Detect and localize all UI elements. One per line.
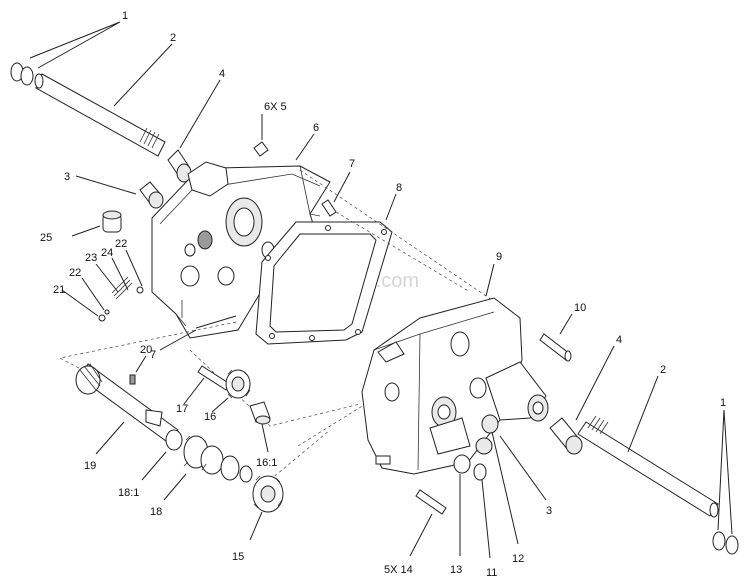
callout-1-right: 1 <box>720 397 726 409</box>
callout-16: 16 <box>204 411 216 423</box>
right-axle-shaft <box>577 415 719 518</box>
callout-20: 20 <box>140 344 152 356</box>
callout-6x5: 6X 5 <box>264 101 287 113</box>
detent-parts <box>98 276 144 322</box>
left-bearing-upper <box>167 149 192 183</box>
o-ring-11 <box>473 463 487 481</box>
callout-5x14: 5X 14 <box>384 564 413 576</box>
callout-11: 11 <box>486 567 497 579</box>
callout-12: 12 <box>512 553 524 565</box>
callout-17: 17 <box>176 403 188 415</box>
callout-18to1: 18:1 <box>118 487 139 499</box>
input-shaft-19 <box>75 363 179 445</box>
cluster-gear-18 <box>165 429 253 483</box>
callout-24: 24 <box>101 247 113 259</box>
left-axle-shaft <box>34 73 166 157</box>
callout-8: 8 <box>396 182 402 194</box>
gear-15 <box>252 475 284 513</box>
callout-23: 23 <box>85 252 97 264</box>
bolt-5x14 <box>415 489 447 515</box>
callout-18: 18 <box>150 506 162 518</box>
gasket <box>255 221 393 345</box>
callouts: 1 2 4 6X 5 6 7 8 3 25 22 23 24 22 21 9 1… <box>40 10 726 579</box>
callout-1-left: 1 <box>122 10 128 22</box>
bushing-16to1 <box>249 401 271 425</box>
pin-17 <box>197 365 231 391</box>
right-housing <box>361 297 549 475</box>
bolt-10 <box>539 333 572 362</box>
bolt-6x5 <box>253 141 269 157</box>
bushing-3-right <box>475 414 499 455</box>
callout-22-lower: 22 <box>69 267 81 279</box>
callout-7-lower: 7 <box>150 349 156 361</box>
callout-2-right: 2 <box>660 364 666 376</box>
callout-25: 25 <box>40 232 52 244</box>
key-20 <box>129 374 136 385</box>
callout-19: 19 <box>84 460 96 472</box>
callout-15: 15 <box>232 551 244 563</box>
callout-21: 21 <box>53 284 65 296</box>
callout-16to1: 16:1 <box>256 457 277 469</box>
dowel-pin-7-upper <box>321 199 337 217</box>
gear-16 <box>225 369 251 399</box>
callout-3-right: 3 <box>546 505 552 517</box>
callout-9: 9 <box>496 251 502 263</box>
seal-13 <box>453 454 471 474</box>
right-o-rings <box>712 531 739 555</box>
callout-7-upper: 7 <box>349 158 355 170</box>
callout-13: 13 <box>450 564 462 576</box>
left-o-rings <box>10 62 34 86</box>
callout-22-upper: 22 <box>115 238 127 250</box>
callout-2-left: 2 <box>170 32 176 44</box>
left-bearing-lower <box>139 181 164 209</box>
callout-6: 6 <box>313 122 319 134</box>
leader-lines <box>29 21 733 559</box>
right-bearing-4 <box>549 417 583 455</box>
callout-10: 10 <box>574 302 586 314</box>
callout-4-left: 4 <box>219 68 225 80</box>
callout-4-right: 4 <box>616 334 622 346</box>
left-bushing-25 <box>102 210 122 233</box>
callout-3-left: 3 <box>64 171 70 183</box>
